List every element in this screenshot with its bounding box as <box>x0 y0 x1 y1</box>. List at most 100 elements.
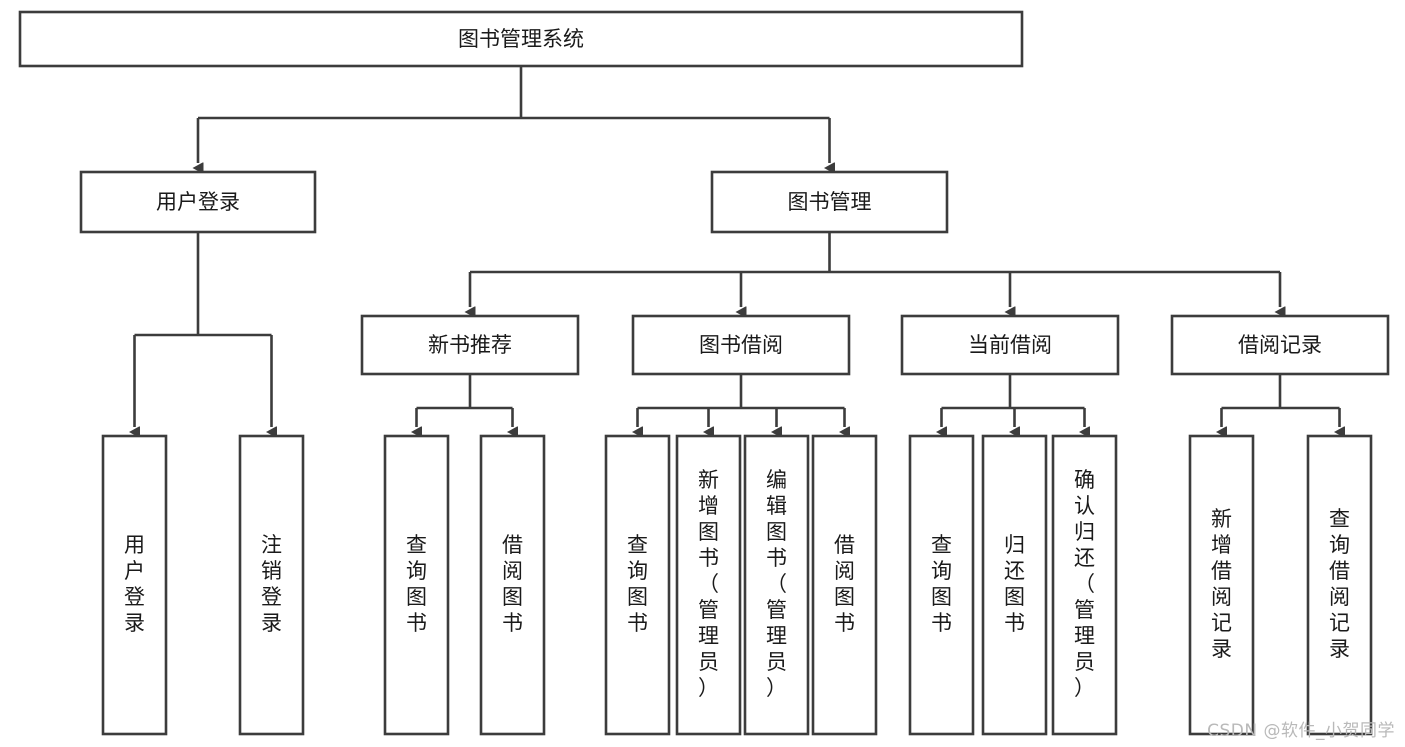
node-label-char: 书 <box>766 546 787 570</box>
node-rect <box>710 170 949 234</box>
level2-node-图书管理[interactable]: 图书管理 <box>710 170 949 234</box>
node-label-char: 登 <box>261 585 282 609</box>
node-rect <box>1051 434 1118 736</box>
level2-node-用户登录[interactable]: 用户登录 <box>79 170 317 234</box>
node-label-char: （ <box>766 572 787 596</box>
node-label-char: 阅 <box>1329 585 1350 609</box>
node-rect <box>908 434 975 736</box>
node-label-char: 查 <box>931 533 952 557</box>
node-label-char: ） <box>698 676 719 700</box>
node-label-char: 查 <box>627 533 648 557</box>
node-label: 新书推荐 <box>428 333 512 357</box>
node-rect <box>479 434 546 736</box>
node-label-char: 员 <box>698 650 719 674</box>
node-rect <box>811 434 878 736</box>
node-label-char: 阅 <box>1211 585 1232 609</box>
node-label-char: 记 <box>1329 611 1350 635</box>
node-label-char: 记 <box>1211 611 1232 635</box>
node-rect <box>79 170 317 234</box>
node-label-char: 图 <box>627 585 648 609</box>
node-rect <box>900 314 1120 376</box>
node-label: 图书管理系统 <box>458 27 584 51</box>
node-rect <box>1170 314 1390 376</box>
node-label: 当前借阅 <box>968 333 1052 357</box>
node-label: 图书管理 <box>788 190 872 214</box>
node-label-char: 录 <box>1211 637 1232 661</box>
node-label-char: 管 <box>1074 598 1095 622</box>
node-label-char: 询 <box>406 559 427 583</box>
node-label-char: 增 <box>698 494 719 518</box>
node-label-char: 图 <box>1004 585 1025 609</box>
node-label-char: 书 <box>406 611 427 635</box>
node-label-char: 确 <box>1074 468 1095 492</box>
node-label-char: 书 <box>834 611 855 635</box>
node-label-char: 图 <box>502 585 523 609</box>
node-label-char: （ <box>698 572 719 596</box>
node-label-char: 新 <box>1211 507 1232 531</box>
node-label-char: 借 <box>834 533 855 557</box>
node-label-char: 询 <box>1329 533 1350 557</box>
node-label-char: 录 <box>1329 637 1350 661</box>
node-rect <box>238 434 305 736</box>
node-label-char: 户 <box>124 559 145 583</box>
node-rect <box>18 10 1024 68</box>
node-label-char: ） <box>1074 676 1095 700</box>
node-label-char: 管 <box>698 598 719 622</box>
node-label-char: 书 <box>627 611 648 635</box>
node-label-char: 书 <box>698 546 719 570</box>
node-label-char: 书 <box>931 611 952 635</box>
node-label-char: 编 <box>766 468 787 492</box>
node-label-char: 销 <box>261 559 282 583</box>
node-label-char: 辑 <box>766 494 787 518</box>
node-label-char: 借 <box>1211 559 1232 583</box>
node-label-char: 阅 <box>502 559 523 583</box>
leaf-node-用户登录[interactable]: 用户登录 <box>101 434 168 736</box>
node-label-char: 图 <box>931 585 952 609</box>
node-rect <box>631 314 851 376</box>
node-label-char: 员 <box>766 650 787 674</box>
node-label-char: 还 <box>1004 559 1025 583</box>
node-rect <box>1188 434 1255 736</box>
node-label-char: 理 <box>1074 624 1095 648</box>
level3-node-新书推荐[interactable]: 新书推荐 <box>360 314 580 376</box>
node-label-char: 理 <box>766 624 787 648</box>
node-label: 用户登录 <box>156 190 240 214</box>
node-label-char: 图 <box>766 520 787 544</box>
node-label-char: 图 <box>406 585 427 609</box>
level3-node-图书借阅[interactable]: 图书借阅 <box>631 314 851 376</box>
node-label-char: （ <box>1074 572 1095 596</box>
node-label-char: 归 <box>1004 533 1025 557</box>
node-label-char: 询 <box>931 559 952 583</box>
node-label-char: 图 <box>834 585 855 609</box>
node-rect <box>360 314 580 376</box>
node-label-char: 查 <box>406 533 427 557</box>
node-label-char: 阅 <box>834 559 855 583</box>
level3-node-借阅记录[interactable]: 借阅记录 <box>1170 314 1390 376</box>
root-node-图书管理系统[interactable]: 图书管理系统 <box>18 10 1024 68</box>
node-rect <box>675 434 742 736</box>
node-label-char: 管 <box>766 598 787 622</box>
node-label-char: 归 <box>1074 520 1095 544</box>
node-label-char: 员 <box>1074 650 1095 674</box>
node-label-char: 询 <box>627 559 648 583</box>
connector-lines <box>135 66 1340 427</box>
level3-node-当前借阅[interactable]: 当前借阅 <box>900 314 1120 376</box>
node-rect <box>743 434 810 736</box>
node-label-char: 录 <box>261 611 282 635</box>
node-label: 借阅记录 <box>1238 333 1322 357</box>
node-rect <box>1306 434 1373 736</box>
